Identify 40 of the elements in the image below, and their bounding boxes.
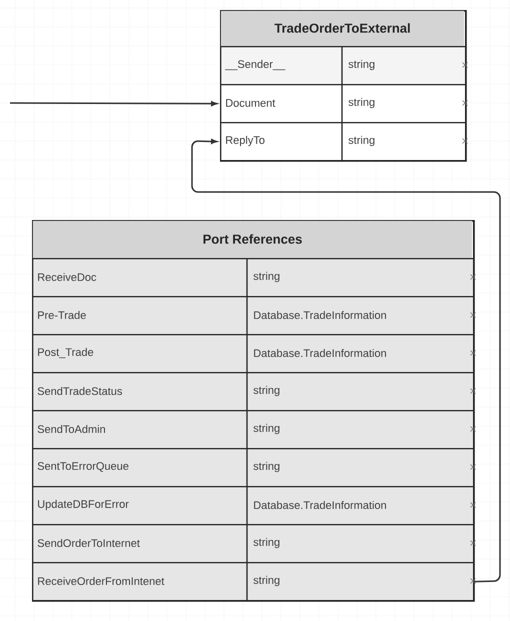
field-type: Database.TradeInformation	[254, 310, 386, 320]
connector-arrow	[191, 138, 501, 582]
field-name: ReceiveDoc	[38, 272, 96, 282]
table-row	[32, 524, 476, 564]
table-row	[32, 410, 476, 450]
table-row	[220, 84, 468, 124]
table-row	[32, 448, 476, 488]
field-name: ReceiveOrderFromIntenet	[38, 576, 164, 586]
field-type: string	[348, 136, 374, 146]
field-name: SendToAdmin	[38, 424, 105, 434]
field-name: SentToErrorQueue	[38, 462, 128, 472]
field-name: UpdateDBForError	[38, 500, 129, 510]
field-name: Document	[226, 99, 276, 107]
field-name: __Sender__	[225, 60, 286, 70]
field-type: string	[348, 60, 374, 70]
field-type: string	[254, 576, 280, 586]
table-row	[32, 486, 476, 526]
field-type: string	[254, 272, 280, 282]
field-name: SendOrderToInternet	[38, 538, 140, 548]
table-row	[32, 372, 476, 412]
field-name: SendTradeStatus	[38, 386, 122, 396]
field-type: Database.TradeInformation	[254, 348, 386, 358]
field-name: Pre-Trade	[38, 310, 86, 320]
table-header: TradeOrderToExternal	[220, 10, 464, 46]
field-name: ReplyTo	[226, 136, 264, 146]
table-row	[32, 562, 476, 602]
field-name: Post_Trade	[38, 348, 94, 358]
table-row	[32, 296, 476, 336]
field-type: Database.TradeInformation	[254, 500, 386, 510]
table-row	[32, 334, 476, 374]
field-type: string	[254, 538, 280, 548]
table-row	[220, 46, 468, 86]
field-type: string	[254, 462, 280, 472]
table-row	[220, 122, 468, 162]
table-header: Port References	[32, 220, 472, 258]
field-type: string	[348, 98, 374, 108]
connector-arrow	[10, 101, 218, 106]
field-type: string	[254, 424, 280, 434]
table-row	[32, 258, 476, 298]
field-type: string	[254, 386, 280, 396]
